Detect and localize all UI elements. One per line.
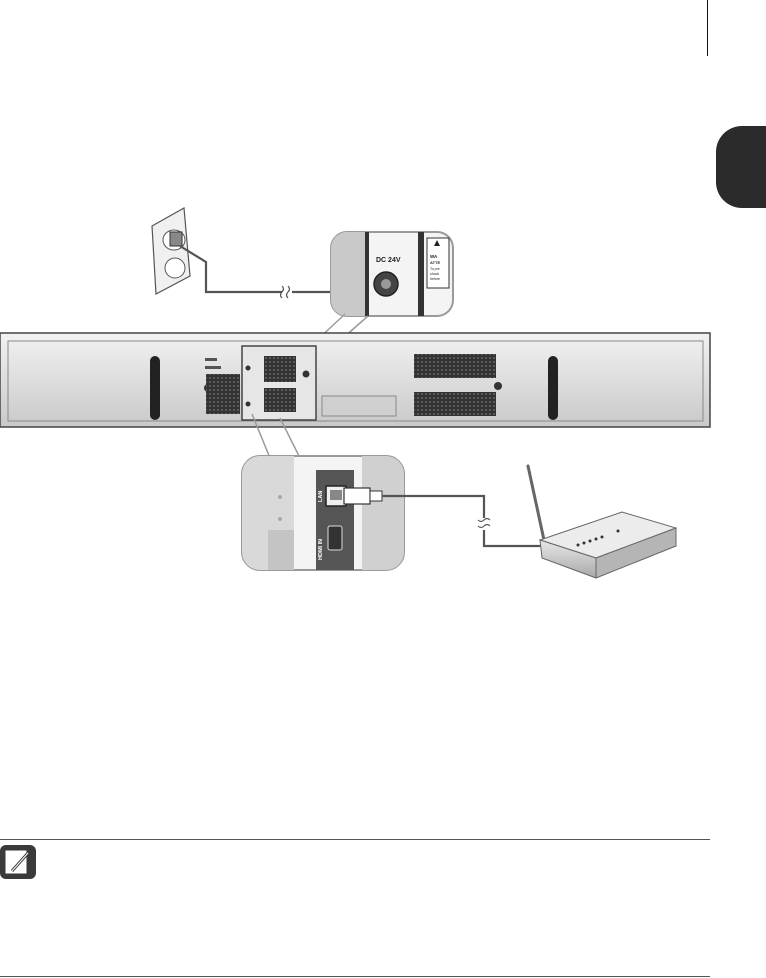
warning-line-4: shock: [430, 272, 439, 276]
power-plug: [170, 232, 182, 246]
pencil-note-icon: [0, 845, 36, 879]
note-top-rule: [0, 839, 710, 840]
ethernet-plug: [344, 488, 370, 504]
left-handle: [150, 356, 160, 420]
ethernet-cable: [382, 496, 542, 546]
dc-label: DC 24V: [376, 257, 401, 264]
warning-line-1: WA: [430, 254, 438, 259]
warning-line-3: To pre: [430, 267, 440, 271]
lan-label: LAN: [318, 491, 324, 502]
soundbar-rear: [0, 333, 710, 427]
page-bottom-rule: [0, 976, 710, 977]
wall-outlet: [152, 208, 190, 294]
hdmi-port: [328, 526, 342, 550]
warning-line-2: ATTE: [430, 260, 440, 265]
hdmi-label: HDMI IN: [318, 539, 324, 560]
wireless-router: [528, 466, 676, 578]
warning-line-5: before: [430, 277, 440, 281]
router-antenna: [528, 466, 544, 540]
right-handle: [548, 356, 558, 420]
